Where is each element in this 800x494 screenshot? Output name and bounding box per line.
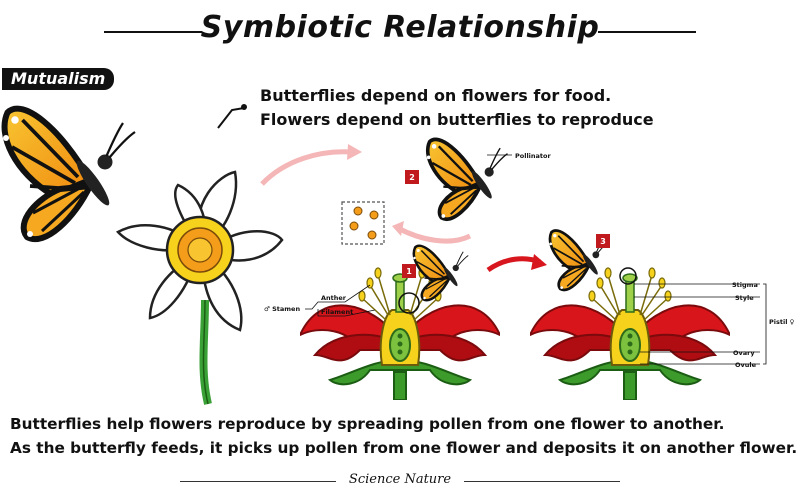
butterfly-feeding-1 [412,244,470,302]
label-stigma: Stigma [732,281,758,289]
label-ovule: Ovule [735,361,757,369]
butterfly-pollinator [425,137,510,221]
label-pollinator: Pollinator [515,152,552,160]
title-rule-left [104,31,202,33]
footer-credit: Science Nature [348,472,452,487]
label-ovary: Ovary [733,349,755,357]
mutualism-badge: Mutualism [2,68,115,90]
step-2-badge [405,170,419,184]
footer-rule-left [180,481,336,482]
explanation-line-1: Butterflies help flowers reproduce by sp… [10,415,725,433]
label-anther: Anther [321,294,347,302]
intro-line-1: Butterflies depend on flowers for food. [260,86,612,105]
arrow-to-pollen [396,225,472,244]
step-1-number: 1 [406,267,412,276]
intro-line-2: Flowers depend on butterflies to reprodu… [260,110,654,129]
step-3-badge [596,234,610,248]
arrow-to-step-2 [260,149,353,186]
intro-text: Butterflies depend on flowers for food. … [260,84,654,132]
title-rule-right [598,31,696,33]
explanation-line-2: As the butterfly feeds, it picks up poll… [10,439,798,457]
red-flower-1 [300,267,500,400]
label-filament: Filament [321,308,353,316]
label-style: Style [735,294,754,302]
label-stamen: ♂ Stamen [264,305,300,313]
label-pistil: Pistil ♀ [769,318,794,326]
step-2-number: 2 [409,173,415,182]
butterfly-large [3,109,135,239]
step-1-badge [402,264,416,278]
footer-rule-right [464,481,620,482]
intro-pointer-line [217,107,245,129]
page-title: Symbiotic Relationship [200,10,600,45]
white-flower [115,170,284,405]
step-3-number: 3 [600,237,606,246]
pollen-box [341,201,385,245]
explanation-text: Butterflies help flowers reproduce by sp… [10,412,797,460]
